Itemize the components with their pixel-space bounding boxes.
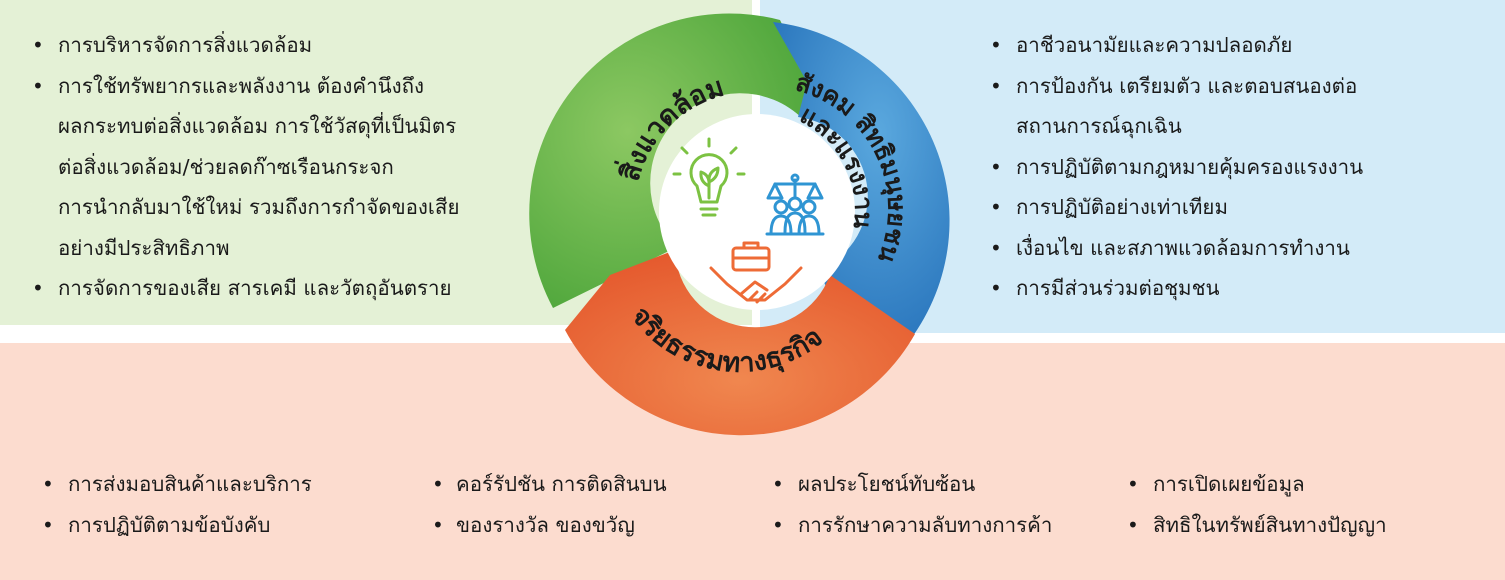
governance-segment <box>565 250 915 436</box>
environment-segment <box>529 13 810 309</box>
governance-item: การรักษาความลับทางการค้า <box>770 505 1052 546</box>
social-item: อาชีวอนามัยและความปลอดภัย <box>988 25 1363 66</box>
social-list: อาชีวอนามัยและความปลอดภัยการป้องกัน เตรี… <box>988 25 1363 309</box>
social-segment <box>773 22 950 340</box>
environment-item: การจัดการของเสีย สารเคมี และวัตถุอันตราย <box>30 268 459 309</box>
social-item: การปฏิบัติตามกฎหมายคุ้มครองแรงงาน <box>988 147 1363 188</box>
governance-item: สิทธิในทรัพย์สินทางปัญญา <box>1125 505 1387 546</box>
briefcase-handshake-icon <box>709 241 803 304</box>
social-item: การมีส่วนร่วมต่อชุมชน <box>988 268 1363 309</box>
governance-column-4: การเปิดเผยข้อมูล สิทธิในทรัพย์สินทางปัญญ… <box>1125 464 1387 545</box>
governance-item: การส่งมอบสินค้าและบริการ <box>40 464 312 505</box>
environment-item: การบริหารจัดการสิ่งแวดล้อม <box>30 25 459 66</box>
social-item: การป้องกัน เตรียมตัว และตอบสนองต่อ <box>988 66 1363 107</box>
governance-item: การเปิดเผยข้อมูล <box>1125 464 1387 505</box>
governance-item: คอร์รัปชัน การติดสินบน <box>428 464 667 505</box>
social-item: เงื่อนไข และสภาพแวดล้อมการทำงาน <box>988 228 1363 269</box>
center-circle <box>659 114 855 310</box>
environment-item: การนำกลับมาใช้ใหม่ รวมถึงการกำจัดของเสีย <box>58 195 460 219</box>
governance-item: ผลประโยชน์ทับซ้อน <box>770 464 1052 505</box>
social-item: สถานการณ์ฉุกเฉิน <box>1016 114 1182 138</box>
esg-cycle-diagram: สิ่งแวดล้อม สังคม สิทธิมนุษยชน และแรงงาน… <box>529 13 950 436</box>
governance-item: การปฏิบัติตามข้อบังคับ <box>40 505 312 546</box>
environment-item: ผลกระทบต่อสิ่งแวดล้อม การใช้วัสดุที่เป็น… <box>58 114 457 138</box>
governance-column-2: คอร์รัปชัน การติดสินบน ของรางวัล ของขวัญ <box>428 464 667 545</box>
governance-item: ของรางวัล ของขวัญ <box>428 505 667 546</box>
governance-column-3: ผลประโยชน์ทับซ้อน การรักษาความลับทางการค… <box>770 464 1052 545</box>
social-item: การปฏิบัติอย่างเท่าเทียม <box>988 187 1363 228</box>
environment-item: ต่อสิ่งแวดล้อม/ช่วยลดก๊าซเรือนกระจก <box>58 154 394 179</box>
justice-scale-people-icon <box>765 173 825 236</box>
environment-list: การบริหารจัดการสิ่งแวดล้อมการใช้ทรัพยากร… <box>30 25 459 309</box>
environment-item: การใช้ทรัพยากรและพลังงาน ต้องคำนึงถึง <box>30 66 459 107</box>
lightbulb-leaf-icon <box>672 137 746 217</box>
environment-item: อย่างมีประสิทธิภาพ <box>58 235 230 260</box>
governance-column-1: การส่งมอบสินค้าและบริการ การปฏิบัติตามข้… <box>40 464 312 545</box>
